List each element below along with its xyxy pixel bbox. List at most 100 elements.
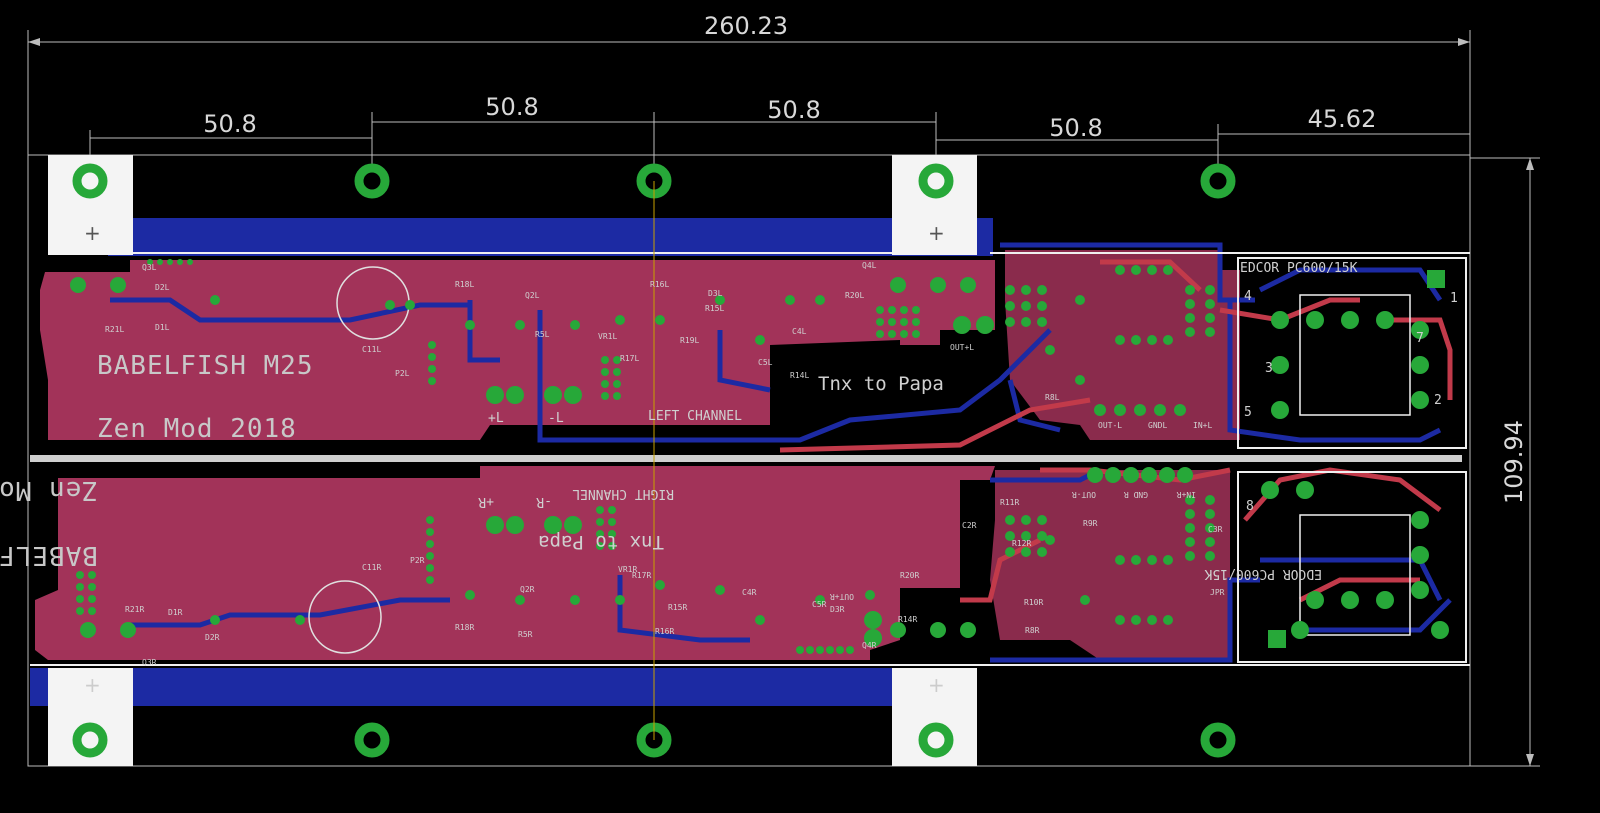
pin-number: 4 (1244, 289, 1252, 304)
pad (1005, 317, 1015, 327)
pad (1123, 467, 1139, 483)
pad (1205, 523, 1215, 533)
pad (1271, 311, 1289, 329)
svg-text:+: + (928, 221, 945, 245)
board-outline (27, 154, 1471, 767)
pad (1205, 495, 1215, 505)
pad (890, 277, 906, 293)
pad (1411, 581, 1429, 599)
pad (900, 330, 908, 338)
pad (1177, 467, 1193, 483)
component-label: R20L (845, 291, 864, 300)
pad (608, 506, 616, 514)
channel-label-left: LEFT CHANNEL (648, 409, 742, 424)
pad (755, 335, 765, 345)
component-label: R14R (898, 615, 917, 624)
pad (601, 356, 609, 364)
pad (515, 320, 525, 330)
pad (1131, 555, 1141, 565)
board-title-bottom: BABELFISH M25 (0, 540, 98, 570)
transformer-label-bottom: EDCOR PC600/15K (1204, 566, 1322, 581)
pad (755, 615, 765, 625)
pad (1185, 495, 1195, 505)
pad (715, 585, 725, 595)
pad (1005, 285, 1015, 295)
component-label: R18R (455, 623, 474, 632)
component-label: VR1L (598, 332, 617, 341)
component-label: R16R (655, 627, 674, 636)
pad (426, 516, 434, 524)
pad (806, 646, 814, 654)
pad (930, 277, 946, 293)
pad (426, 576, 434, 584)
pad (1411, 391, 1429, 409)
component-label: R8R (1025, 626, 1040, 635)
pin-number: 8 (1246, 499, 1254, 514)
pad (1271, 356, 1289, 374)
pad (1037, 515, 1047, 525)
pad (608, 542, 616, 550)
component-label: Q3R (142, 658, 157, 667)
component-label: D3L (708, 289, 723, 298)
pad (1037, 547, 1047, 557)
pad (1087, 467, 1103, 483)
pad (815, 295, 825, 305)
pad (876, 306, 884, 314)
pad (1154, 404, 1166, 416)
pin-number: 7 (1416, 331, 1424, 346)
pad (570, 320, 580, 330)
pad (426, 540, 434, 548)
component-label: R9R (1083, 519, 1098, 528)
pad (1205, 509, 1215, 519)
pad (613, 392, 621, 400)
pad (960, 277, 976, 293)
pad (596, 506, 604, 514)
pad-label-out-r-top: OUT+R (830, 592, 854, 601)
pad (1005, 547, 1015, 557)
pad (1037, 317, 1047, 327)
pad (1141, 467, 1157, 483)
pad-label-plus-l: +L (488, 411, 504, 426)
component-label: R5R (518, 630, 533, 639)
pad (210, 615, 220, 625)
pad (1131, 615, 1141, 625)
pad (864, 629, 882, 647)
pad (1185, 509, 1195, 519)
dimension-segment-3: 50.8 (767, 96, 820, 124)
pad (564, 386, 582, 404)
pad (826, 646, 834, 654)
component-label: Q4L (862, 261, 877, 270)
pad (1376, 311, 1394, 329)
component-label: Q4R (862, 641, 877, 650)
pad (596, 530, 604, 538)
component-label: R12R (1012, 539, 1031, 548)
pad (76, 571, 84, 579)
pad (1115, 555, 1125, 565)
pad (506, 516, 524, 534)
pad (1411, 546, 1429, 564)
component-label: C4R (742, 588, 757, 597)
pad (1021, 285, 1031, 295)
pad (486, 386, 504, 404)
component-label: R19L (680, 336, 699, 345)
pad (88, 583, 96, 591)
component-label: R21R (125, 605, 144, 614)
pad (1376, 591, 1394, 609)
pad (1147, 335, 1157, 345)
transformer-label-top: EDCOR PC600/15K (1240, 261, 1358, 276)
pad (953, 316, 971, 334)
pad (1114, 404, 1126, 416)
pad (1005, 515, 1015, 525)
component-label: D2R (205, 633, 220, 642)
dimension-segment-5: 45.62 (1308, 105, 1377, 133)
pad (428, 341, 436, 349)
component-label: P2R (410, 556, 425, 565)
heatsink-bar-top (108, 218, 993, 256)
component-label: D1L (155, 323, 170, 332)
pad-label-minus-l: -L (548, 411, 564, 426)
pad (544, 516, 562, 534)
transistor-blocks: + + + + (48, 155, 977, 766)
svg-text:+: + (928, 673, 945, 697)
pad (120, 622, 136, 638)
